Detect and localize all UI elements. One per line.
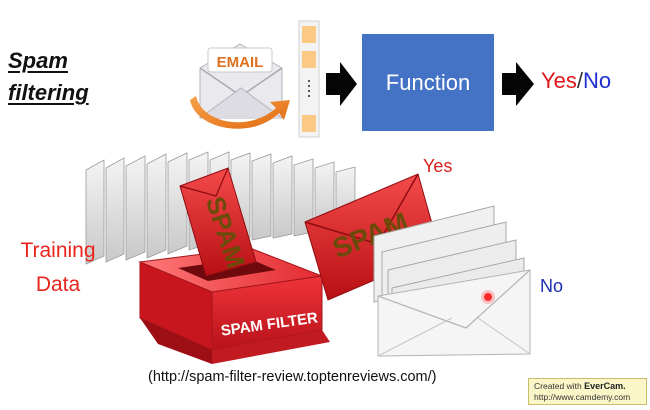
spam-yes-label: Yes <box>423 156 453 176</box>
function-box: Function <box>362 34 494 131</box>
data-strip <box>298 20 320 138</box>
watermark-prefix: Created with <box>534 381 582 391</box>
title-line-1: Spam <box>8 48 68 73</box>
watermark-brand: EverCam. <box>584 381 626 391</box>
training-label-line-2: Data <box>35 273 81 296</box>
output-slash: / <box>576 68 584 93</box>
clean-envelopes <box>373 205 531 357</box>
pointer-glow <box>481 290 495 304</box>
email-label: EMAIL <box>217 54 264 71</box>
arrow-right-icon <box>326 62 357 106</box>
red-envelope-in-slot <box>179 167 257 277</box>
output-label: Yes/No <box>541 70 611 92</box>
output-no: No <box>583 68 612 93</box>
email-icon <box>190 43 290 129</box>
function-label: Function <box>385 69 471 95</box>
source-url: (http://spam-filter-review.toptenreviews… <box>148 369 437 385</box>
watermark-url: http://www.camdemy.com <box>534 392 631 402</box>
evercam-watermark: Created with EverCam. http://www.camdemy… <box>528 378 647 405</box>
arrow-right-icon <box>502 62 534 106</box>
output-yes: Yes <box>541 68 577 93</box>
title-line-2: filtering <box>8 80 89 105</box>
pointer-dot <box>484 293 492 301</box>
spam-no-label: No <box>540 276 564 296</box>
training-label-line-1: Training <box>20 239 96 262</box>
